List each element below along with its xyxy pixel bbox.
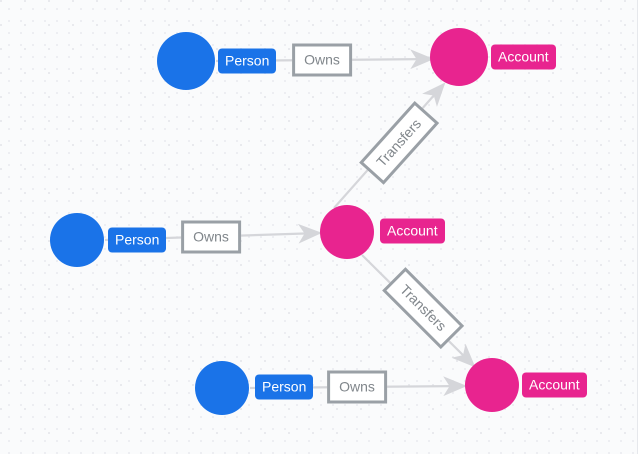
node-label-account-2[interactable]: Account <box>380 218 445 244</box>
node-label-person-1[interactable]: Person <box>218 48 277 74</box>
graph-node-account-2[interactable] <box>320 205 374 259</box>
edge-label-transfers-2[interactable]: Transfers <box>382 267 464 349</box>
node-label-account-3[interactable]: Account <box>522 372 587 398</box>
graph-node-account-1[interactable] <box>430 28 488 86</box>
edge-label-transfers-1[interactable]: Transfers <box>359 101 439 185</box>
node-label-person-2[interactable]: Person <box>108 227 167 253</box>
node-label-account-1[interactable]: Account <box>491 44 556 70</box>
graph-node-person-3[interactable] <box>195 361 249 415</box>
edge-label-owns-2[interactable]: Owns <box>181 220 241 254</box>
edge-label-owns-3[interactable]: Owns <box>327 370 387 404</box>
graph-node-person-2[interactable] <box>50 213 104 267</box>
graph-node-person-1[interactable] <box>157 32 215 90</box>
graph-node-account-3[interactable] <box>465 358 519 412</box>
edge-label-owns-1[interactable]: Owns <box>292 43 352 77</box>
node-label-person-3[interactable]: Person <box>255 374 314 400</box>
